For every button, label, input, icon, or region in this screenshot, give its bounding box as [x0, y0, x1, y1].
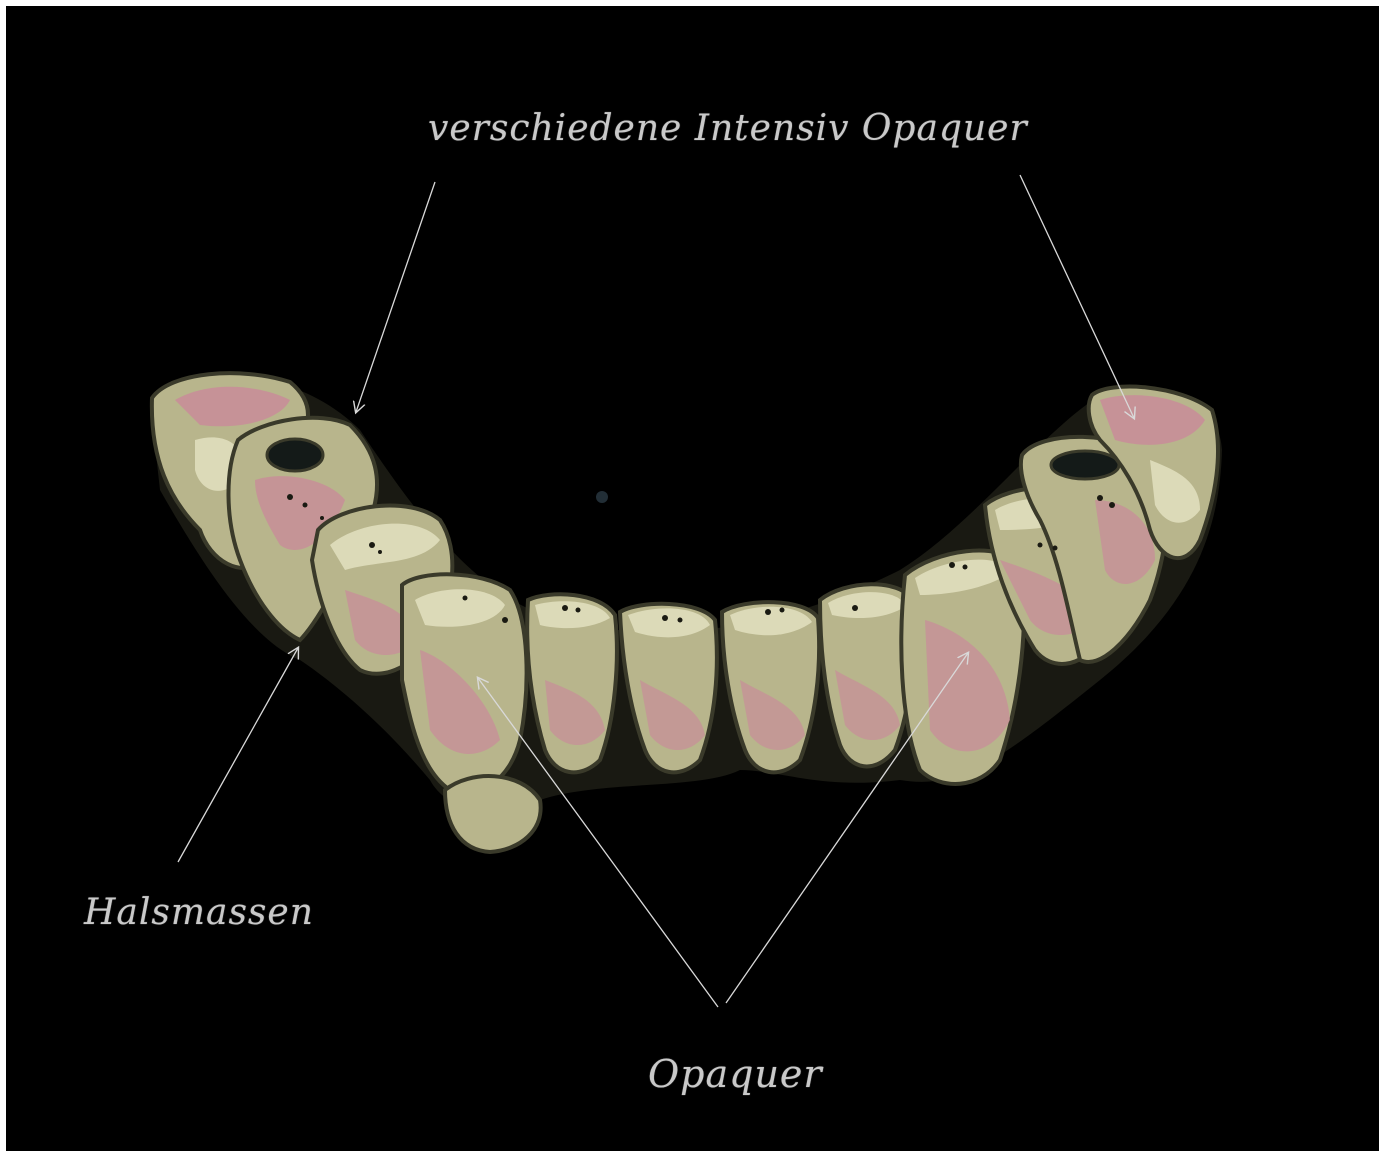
arrow-intensiv-right	[1020, 175, 1134, 418]
label-halsmassen: Halsmassen	[84, 892, 314, 933]
label-opaquer: Opaquer	[648, 1052, 823, 1096]
label-intensiv-opaquer: verschiedene Intensiv Opaquer	[428, 108, 1028, 149]
arrow-halsmassen	[178, 648, 298, 862]
arrow-intensiv-left	[356, 182, 435, 412]
stray-dot	[596, 491, 608, 503]
lateral-incisor-left	[402, 574, 541, 852]
